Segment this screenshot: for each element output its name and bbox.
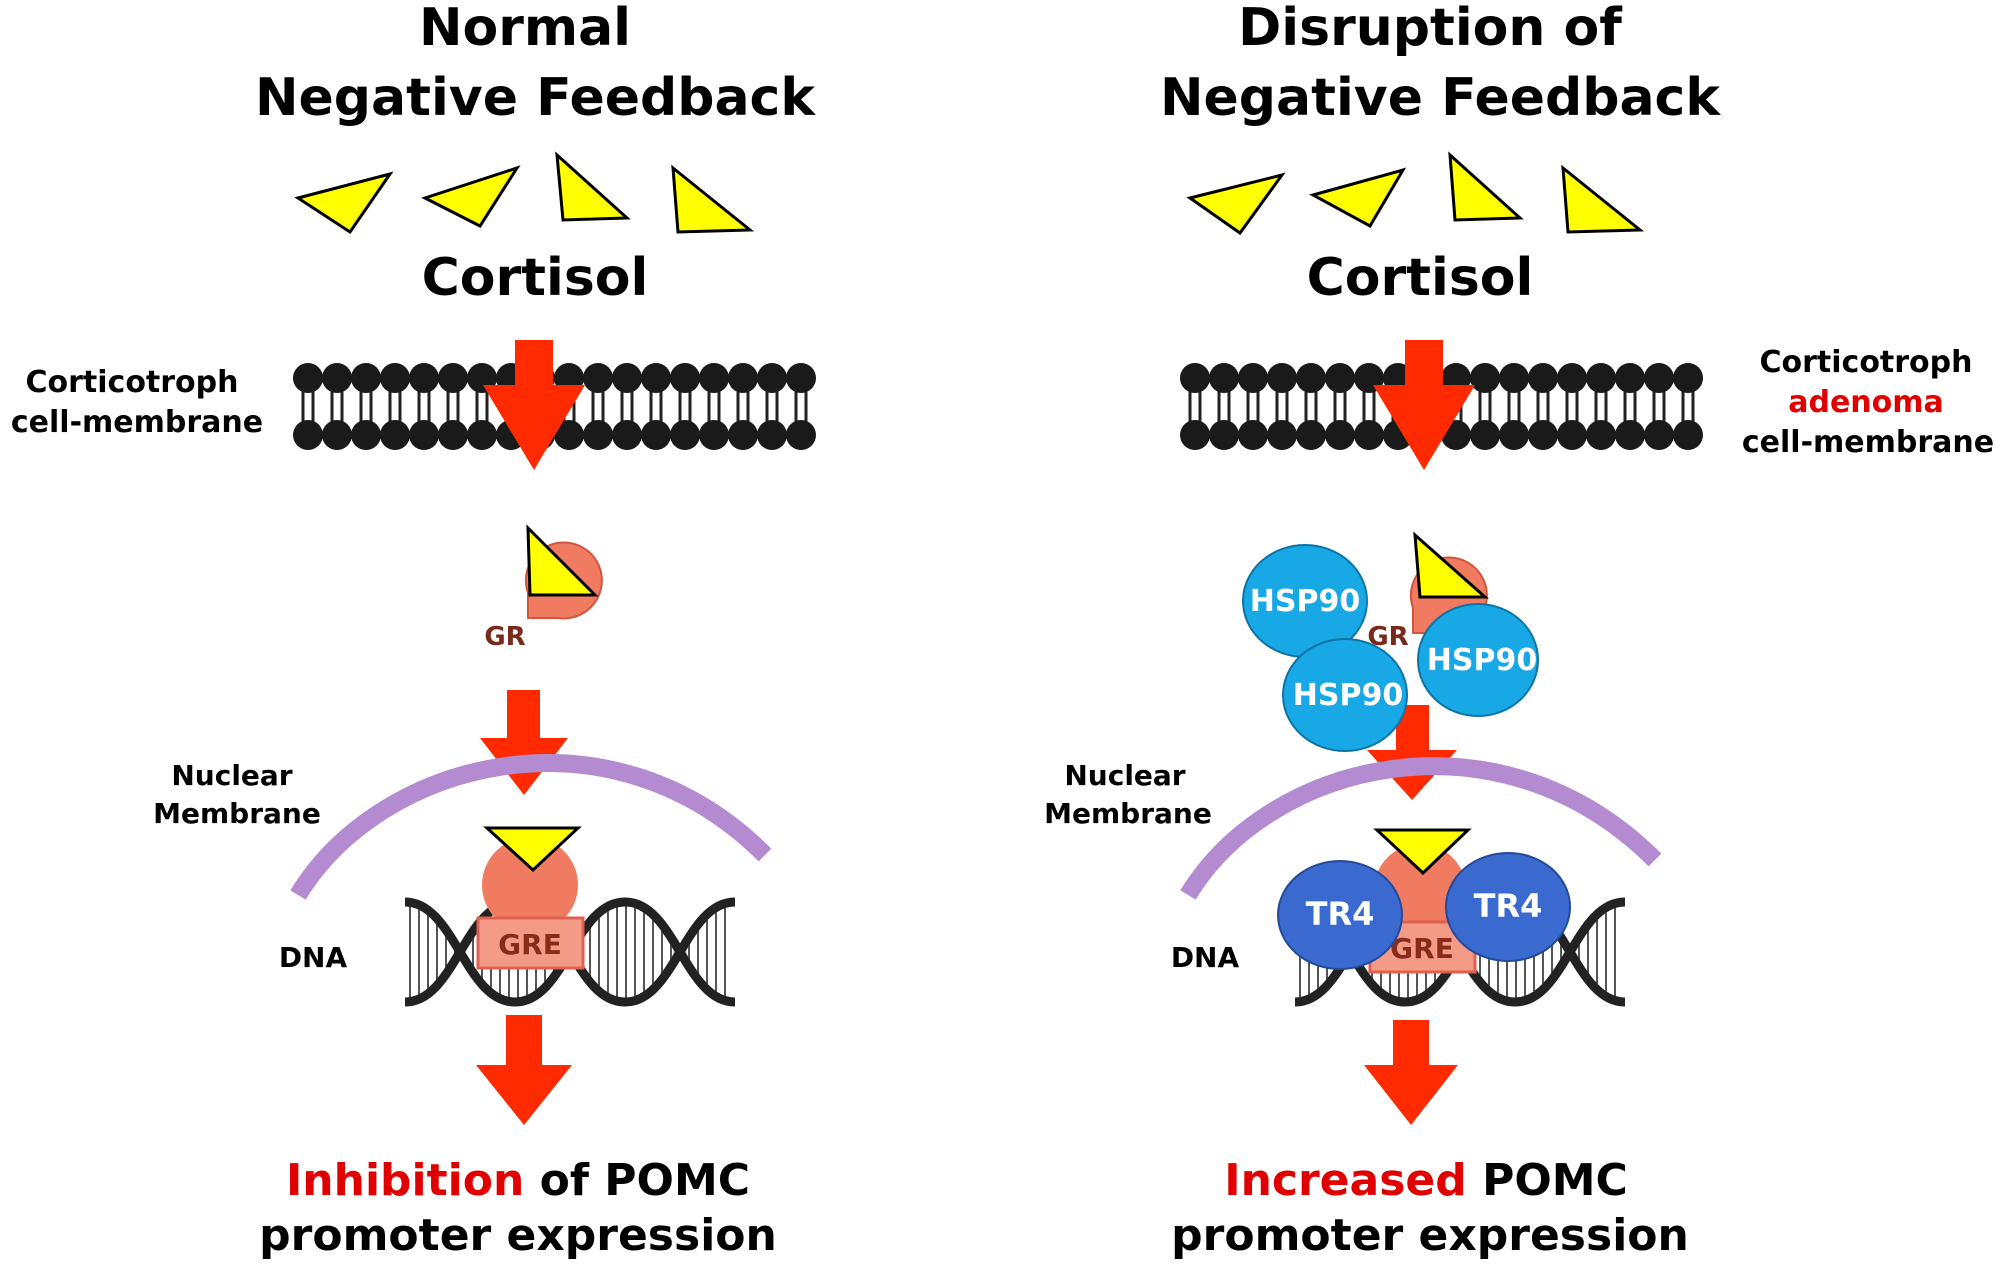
cortisol-molecule [555, 151, 631, 222]
left-arrow-outcome [476, 1015, 572, 1125]
hsp90-label: HSP90 [1293, 678, 1403, 713]
cortisol-molecule [1186, 172, 1286, 236]
cortisol-molecule [1561, 164, 1645, 234]
hsp90-protein [1282, 638, 1408, 752]
right-arrow-outcome [1364, 1020, 1458, 1125]
left-membrane-label-line1: Corticotroph [25, 365, 238, 400]
cortisol-molecule [294, 171, 394, 235]
left-dna-label: DNA [279, 941, 348, 974]
left-cortisol-label: Cortisol [422, 248, 649, 308]
right-hsp90-chaperones: HSP90 HSP90 HSP90 [1242, 544, 1539, 752]
right-nuclear-label-line1: Nuclear [1064, 759, 1185, 792]
left-membrane-label-line2: cell-membrane [11, 405, 263, 440]
right-tr4-cofactors: TR4 TR4 [1277, 852, 1571, 970]
cortisol-molecule [421, 165, 521, 228]
tr4-protein [1445, 852, 1571, 962]
hsp90-label: HSP90 [1427, 643, 1537, 678]
left-nuclear-label-line2: Membrane [153, 797, 321, 830]
left-outcome-line1: Inhibition of POMC [286, 1155, 750, 1206]
cortisol-molecule [1448, 151, 1524, 222]
cortisol-molecule [1413, 531, 1489, 599]
cortisol-molecule [1309, 167, 1407, 229]
tr4-protein [1277, 860, 1403, 970]
left-gre-label: GRE [498, 928, 562, 961]
left-outcome-rest: of POMC [524, 1155, 750, 1206]
left-panel: Normal Negative Feedback Cortisol Cortic… [11, 0, 816, 1261]
right-cortisol-molecules [1186, 151, 1645, 236]
right-nuclear-membrane [1180, 757, 1662, 900]
right-outcome-line1: Increased POMC [1224, 1155, 1628, 1206]
right-outcome-highlight: Increased [1224, 1155, 1467, 1206]
cortisol-molecule [1373, 828, 1472, 876]
left-outcome-line2: promoter expression [259, 1210, 777, 1261]
right-cell-membrane [1180, 363, 1703, 450]
left-nuclear-label-line1: Nuclear [171, 759, 292, 792]
left-arrow-membrane [483, 340, 585, 470]
right-outcome-rest: POMC [1467, 1155, 1628, 1206]
hsp90-protein [1417, 603, 1539, 717]
left-nuclear-membrane [290, 754, 772, 900]
left-title-line1: Normal [419, 0, 631, 58]
right-nuclear-label-line2: Membrane [1044, 797, 1212, 830]
cortisol-molecule [526, 524, 599, 597]
right-title-line2: Negative Feedback [1160, 68, 1721, 128]
right-cortisol-label: Cortisol [1307, 248, 1534, 308]
right-arrow-nucleus [1367, 705, 1457, 800]
left-gr-bound [482, 837, 578, 933]
right-membrane-label-highlight: adenoma [1788, 385, 1944, 420]
right-membrane-label-line1: Corticotroph [1759, 345, 1972, 380]
hsp90-label: HSP90 [1250, 584, 1360, 619]
right-dna-label: DNA [1171, 941, 1240, 974]
left-cortisol-molecules [294, 151, 755, 235]
right-outcome-line2: promoter expression [1171, 1210, 1689, 1261]
left-outcome-highlight: Inhibition [286, 1155, 524, 1206]
right-title-line1: Disruption of [1238, 0, 1623, 58]
right-arrow-membrane [1373, 340, 1475, 470]
left-title-line2: Negative Feedback [255, 68, 816, 128]
tr4-label: TR4 [1474, 887, 1543, 925]
cortisol-molecule [483, 826, 582, 873]
cortisol-molecule [671, 164, 755, 234]
left-arrow-nucleus [480, 690, 568, 795]
right-membrane-label-line3: cell-membrane [1742, 425, 1994, 460]
right-panel: Disruption of Negative Feedback Cortisol… [1044, 0, 1994, 1261]
left-glucocorticoid-receptor: GR [484, 524, 603, 652]
right-gre-label: GRE [1390, 932, 1454, 965]
tr4-label: TR4 [1306, 895, 1375, 933]
left-receptor-label: GR [484, 622, 525, 652]
left-gre-box [476, 916, 585, 970]
